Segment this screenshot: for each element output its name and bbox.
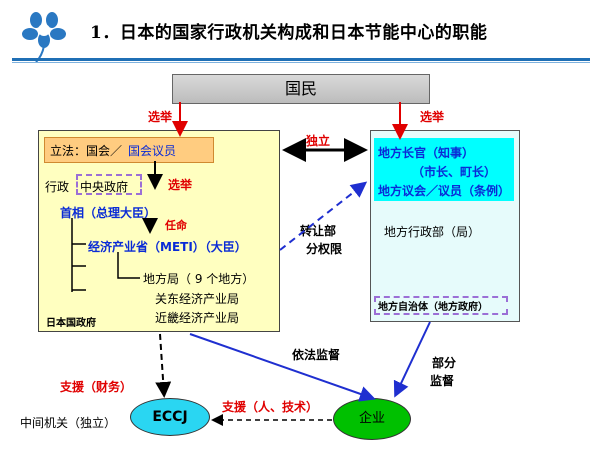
page-title: 1．日本的国家行政机关构成和日本节能中心的职能 bbox=[90, 23, 488, 43]
regional-bureau-label: 地方局（ 9 个地方） bbox=[143, 272, 255, 286]
intermediary-label: 中间机关（独立） bbox=[20, 416, 117, 430]
title-rule bbox=[12, 58, 590, 61]
enterprise-node: 企业 bbox=[333, 398, 411, 440]
kinki-bureau-label: 近畿经济产业局 bbox=[155, 311, 240, 325]
eccj-node: ECCJ bbox=[130, 398, 210, 436]
local-head-highlight bbox=[374, 138, 514, 201]
support-people-label: 支援（人、技术） bbox=[222, 400, 319, 414]
mayor-label: （市长、町长） bbox=[412, 165, 497, 179]
title-rule-thin bbox=[12, 62, 590, 63]
local-footer-dashed-box bbox=[374, 296, 508, 315]
kanto-bureau-label: 关东经济产业局 bbox=[155, 292, 240, 306]
partial-label-2: 监督 bbox=[430, 374, 455, 388]
clover-logo-icon bbox=[22, 12, 66, 63]
meti-to-region-line bbox=[117, 252, 140, 279]
elect-right-label: 选举 bbox=[420, 110, 445, 124]
prime-minister-label: 首相（总理大臣） bbox=[60, 206, 157, 220]
governor-label: 地方长官（知事） bbox=[378, 146, 475, 160]
elect-inner-label: 选举 bbox=[168, 178, 193, 192]
support-finance-label: 支援（财务） bbox=[60, 380, 133, 394]
meti-label: 经济产业省（METI）（大臣） bbox=[88, 240, 247, 254]
appoint-label: 任命 bbox=[165, 219, 187, 232]
central-gov-label: 中央政府 bbox=[80, 180, 129, 194]
transfer-dashed-arrow bbox=[279, 181, 368, 251]
legislative-box bbox=[44, 137, 214, 163]
partial-supervision-arrow bbox=[393, 321, 431, 398]
central-gov-dashed-box bbox=[76, 174, 142, 195]
transfer-label-2: 分权限 bbox=[306, 242, 343, 256]
national-gov-footer: 日本国政府 bbox=[46, 318, 96, 329]
local-admin-label: 地方行政部（局） bbox=[384, 225, 481, 239]
people-box: 国民 bbox=[172, 74, 430, 104]
legislative-members: 国会议员 bbox=[128, 144, 177, 158]
legal-supervision-arrow bbox=[189, 333, 376, 402]
elect-left-label: 选举 bbox=[148, 110, 173, 124]
local-gov-footer: 地方自治体（地方政府） bbox=[378, 302, 488, 313]
local-assembly-label: 地方议会／议员（条例） bbox=[378, 184, 511, 198]
national-gov-box bbox=[38, 130, 280, 332]
partial-label-1: 部分 bbox=[432, 356, 457, 370]
support-finance-arrow bbox=[155, 333, 172, 398]
legislative-label: 立法：国会／ bbox=[50, 144, 123, 158]
executive-label: 行政 bbox=[45, 180, 70, 194]
legal-supervision-label: 依法监督 bbox=[292, 348, 341, 362]
